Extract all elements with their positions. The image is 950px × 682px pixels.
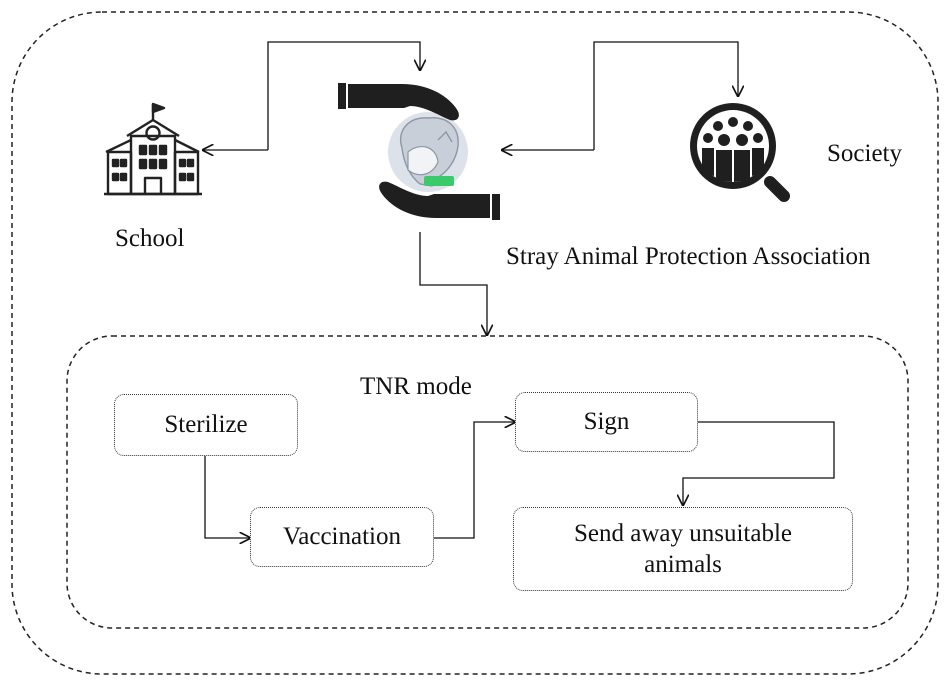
send-away-node: Send away unsuitable animals — [513, 507, 853, 591]
edge-sign-to-send-away — [683, 421, 835, 505]
sterilize-label: Sterilize — [164, 411, 248, 439]
edge-vaccination-to-sign — [434, 422, 515, 539]
sterilize-node: Sterilize — [114, 394, 298, 456]
vaccination-label: Vaccination — [282, 523, 401, 551]
edge-sterilize-to-vaccination — [204, 456, 250, 538]
tnr-container — [66, 335, 909, 629]
edge-association-to-tnr — [419, 232, 487, 335]
school-label: School — [115, 225, 185, 252]
sign-label: Sign — [583, 408, 630, 436]
vaccination-node: Vaccination — [250, 507, 434, 567]
tnr-title: TNR mode — [360, 373, 472, 400]
edge-association-to-society — [593, 41, 738, 150]
school-building-icon — [104, 102, 202, 196]
society-label: Society — [827, 140, 902, 167]
edge-school-to-association — [267, 41, 420, 150]
hands-protecting-animals-icon — [338, 83, 500, 220]
outer-container — [11, 11, 939, 675]
sign-node: Sign — [515, 392, 698, 452]
crowd-magnifier-icon — [690, 103, 790, 202]
send-away-label: Send away unsuitable animals — [573, 519, 792, 578]
association-label: Stray Animal Protection Association — [506, 243, 871, 270]
